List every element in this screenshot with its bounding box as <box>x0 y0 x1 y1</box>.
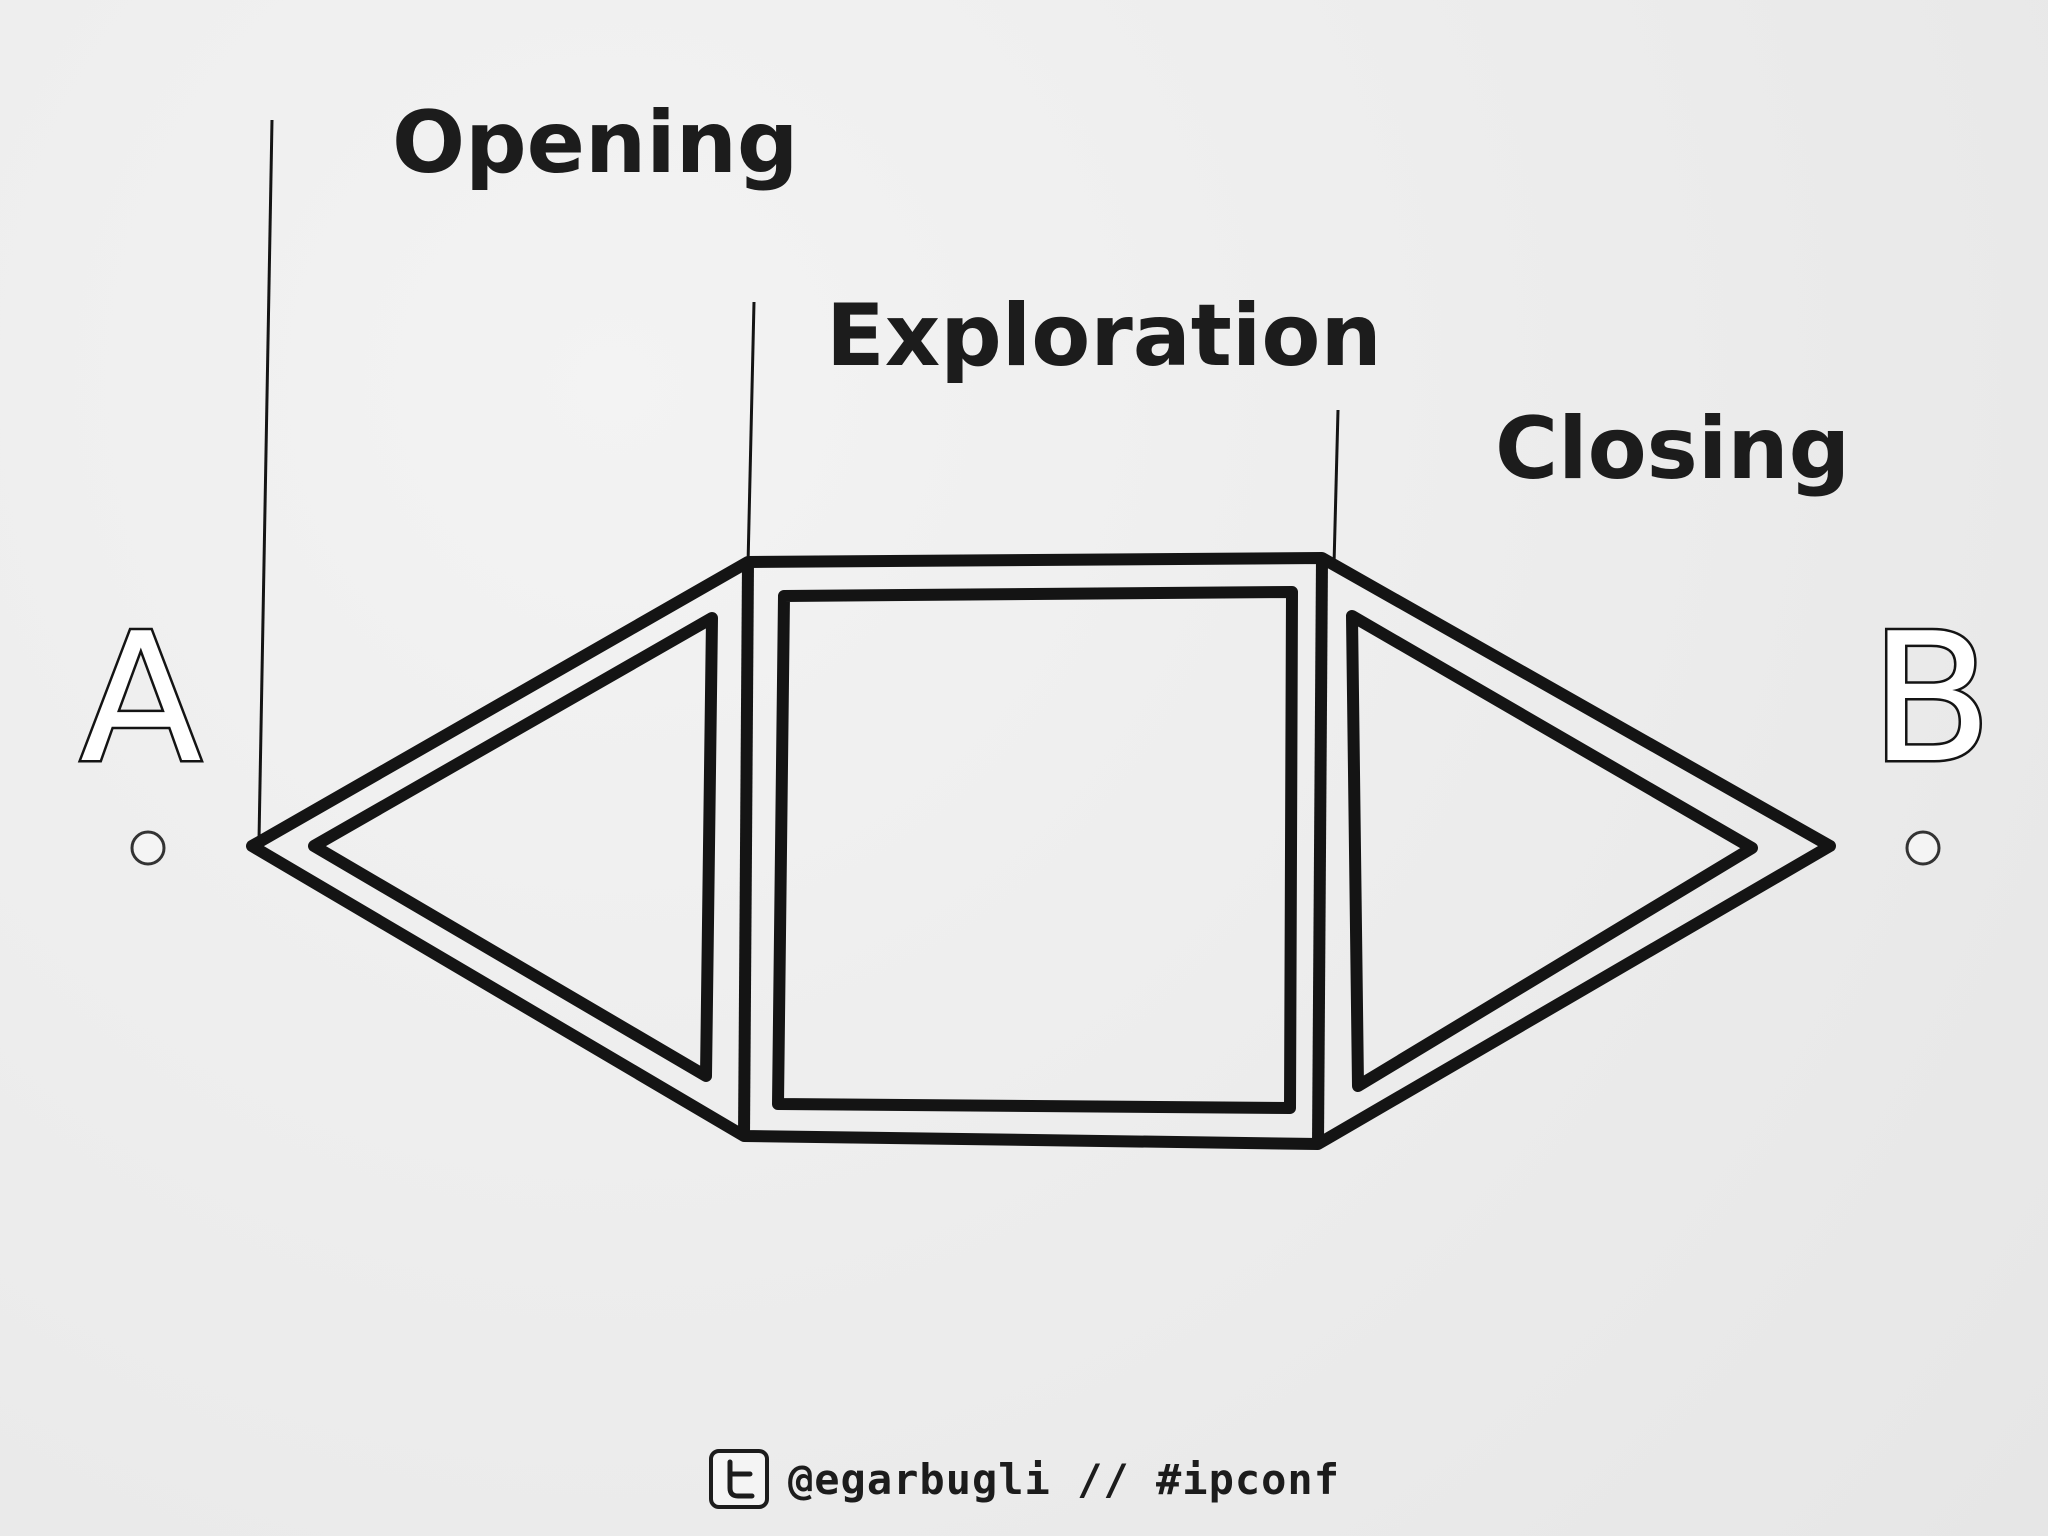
opening-divider-line <box>257 119 274 841</box>
start-point-dot <box>130 830 166 866</box>
start-point-label: A <box>80 595 202 802</box>
opening-inner-triangle <box>308 612 718 1082</box>
opening-section-boundary <box>738 561 754 1137</box>
diagram-outer-shape <box>246 552 1836 1150</box>
end-point-dot <box>1905 830 1941 866</box>
footer: @egarbugli // #ipconf <box>0 1448 2048 1510</box>
closing-divider-line <box>1332 409 1340 566</box>
closing-label: Closing <box>1495 399 1850 499</box>
closing-section-boundary <box>1312 557 1328 1145</box>
end-point-label: B <box>1870 595 1992 802</box>
exploration-divider-line <box>746 301 756 566</box>
opening-label: Opening <box>392 93 798 193</box>
footer-handle-text: @egarbugli // #ipconf <box>787 1454 1340 1504</box>
exploration-label: Exploration <box>826 286 1382 386</box>
exploration-inner-square <box>772 586 1298 1114</box>
closing-inner-triangle <box>1346 610 1758 1092</box>
twitter-icon <box>708 1449 769 1509</box>
